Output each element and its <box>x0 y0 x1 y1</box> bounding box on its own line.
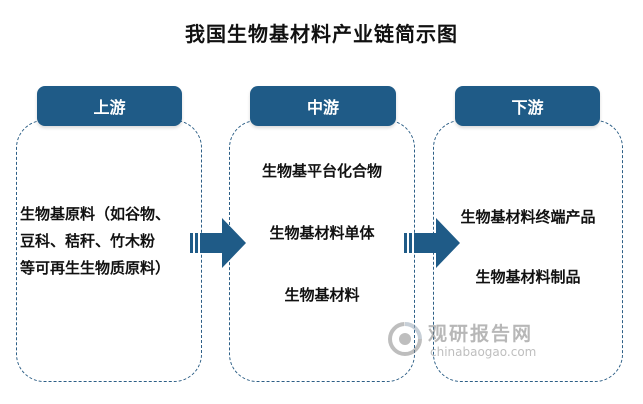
upstream-line: 豆科、秸秆、竹木粉 <box>20 232 156 250</box>
watermark-logo-icon <box>388 322 422 356</box>
downstream-box <box>433 120 623 382</box>
watermark: 观研报告网 chinabaogao.com <box>386 318 546 366</box>
flow-arrow-icon <box>404 218 460 268</box>
upstream-description: 生物基原料（如谷物、 豆科、秸秆、竹木粉 等可再生生物质原料） <box>20 201 200 282</box>
midstream-item-materials: 生物基材料 <box>284 286 360 304</box>
midstream-item-platform-compounds: 生物基平台化合物 <box>261 162 382 180</box>
upstream-header: 上游 <box>37 86 182 126</box>
watermark-name: 观研报告网 <box>428 323 534 345</box>
downstream-item-manufactured-goods: 生物基材料制品 <box>475 268 581 286</box>
upstream-line: 等可再生生物质原料） <box>20 259 171 277</box>
midstream-box <box>229 120 415 382</box>
flow-arrow-icon <box>190 218 246 268</box>
upstream-box <box>16 120 202 382</box>
watermark-domain: chinabaogao.com <box>430 345 537 359</box>
diagram-title: 我国生物基材料产业链简示图 <box>185 22 458 46</box>
downstream-header: 下游 <box>455 86 600 126</box>
downstream-item-end-products: 生物基材料终端产品 <box>460 208 596 226</box>
midstream-item-monomers: 生物基材料单体 <box>269 224 375 242</box>
upstream-line: 生物基原料（如谷物、 <box>20 205 171 223</box>
midstream-header: 中游 <box>250 86 396 126</box>
